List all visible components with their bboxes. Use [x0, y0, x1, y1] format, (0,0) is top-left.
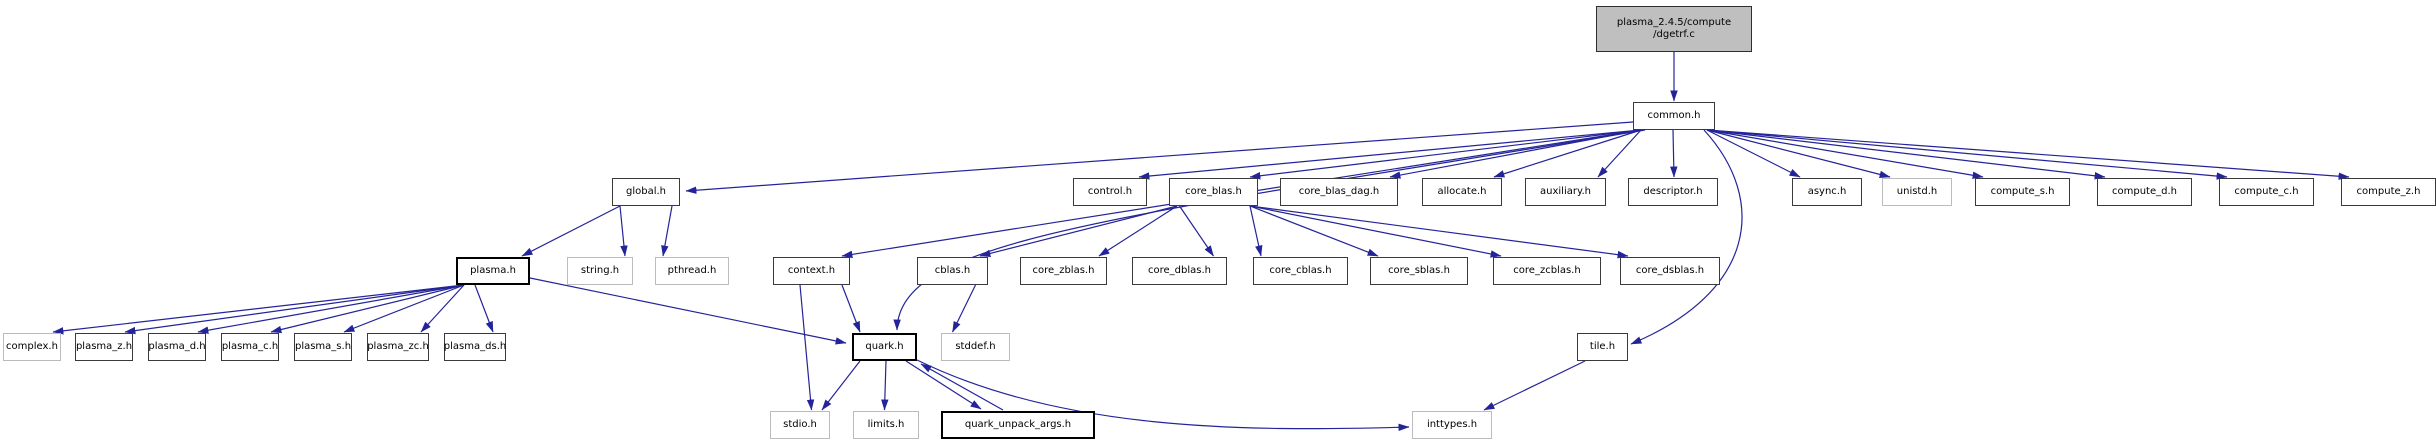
node-global-h[interactable]: global.h	[612, 178, 680, 206]
edge-common-h--compute-c-h	[1706, 129, 2228, 180]
edge-quark-unpack-args-h--quark-h	[920, 363, 1004, 411]
edge-common-h--core-blas-h	[1249, 129, 1642, 180]
edge-core-blas-h--core-sblas-h	[1249, 205, 1379, 257]
edge-common-h--tile-h	[1630, 129, 1743, 345]
edge-context-h--stdio-h	[799, 284, 815, 411]
node-limits-h[interactable]: limits.h	[853, 411, 919, 439]
node-unistd-h[interactable]: unistd.h	[1882, 178, 1952, 206]
edge-plasma-h--quark-h	[529, 277, 847, 345]
node-plasma-s-h[interactable]: plasma_s.h	[294, 333, 352, 361]
node-core-zcblas-h[interactable]: core_zcblas.h	[1493, 257, 1601, 285]
node-async-h[interactable]: async.h	[1792, 178, 1862, 206]
edge-plasma-h--plasma-s-h	[343, 284, 465, 333]
node-plasma-h[interactable]: plasma.h	[456, 257, 530, 285]
edge-global-h--plasma-h	[521, 205, 621, 257]
node-core-blas-h[interactable]: core_blas.h	[1169, 178, 1258, 206]
node-context-h[interactable]: context.h	[773, 257, 850, 285]
node-dgetrf-c[interactable]: plasma_2.4.5/compute /dgetrf.c	[1596, 6, 1752, 52]
node-compute-z-h[interactable]: compute_z.h	[2341, 178, 2436, 206]
edge-core-blas-h--core-zblas-h	[1098, 205, 1178, 257]
node-plasma-ds-h[interactable]: plasma_ds.h	[444, 333, 506, 361]
edge-common-h--unistd-h	[1706, 129, 1891, 179]
node-stdio-h[interactable]: stdio.h	[770, 411, 830, 439]
edge-plasma-h--plasma-z-h	[124, 284, 465, 335]
node-compute-s-h[interactable]: compute_s.h	[1975, 178, 2070, 206]
edge-common-h--compute-z-h	[1706, 129, 2350, 180]
edge-common-h--descriptor-h	[1670, 129, 1678, 178]
edge-core-blas-h--core-cblas-h	[1249, 205, 1263, 257]
node-pthread-h[interactable]: pthread.h	[655, 257, 729, 285]
edge-plasma-h--plasma-ds-h	[474, 284, 494, 333]
node-quark-h[interactable]: quark.h	[852, 333, 917, 361]
edge-core-blas-h--cblas-h	[979, 205, 1178, 258]
edge-quark-h--limits-h	[881, 360, 889, 411]
edge-quark-h--inttypes-h	[916, 359, 1410, 432]
node-auxiliary-h[interactable]: auxiliary.h	[1525, 178, 1606, 206]
node-core-blas-dag-h[interactable]: core_blas_dag.h	[1280, 178, 1398, 206]
edge-core-blas-h--core-dsblas-h	[1249, 205, 1629, 259]
edge-plasma-h--complex-h	[52, 284, 465, 335]
node-tile-h[interactable]: tile.h	[1577, 333, 1628, 361]
edge-common-h--compute-d-h	[1706, 129, 2106, 180]
edge-plasma-h--plasma-c-h	[270, 284, 465, 334]
node-core-dblas-h[interactable]: core_dblas.h	[1132, 257, 1227, 285]
node-string-h[interactable]: string.h	[567, 257, 633, 285]
node-quark-unpack-args-h[interactable]: quark_unpack_args.h	[941, 411, 1095, 439]
edge-quark-h--quark-unpack-args-h	[905, 360, 982, 410]
edge-common-h--global-h	[685, 121, 1634, 194]
edge-common-h--quark-h	[893, 129, 1646, 331]
node-plasma-d-h[interactable]: plasma_d.h	[148, 333, 206, 361]
node-stddef-h[interactable]: stddef.h	[941, 333, 1010, 361]
node-cblas-h[interactable]: cblas.h	[917, 257, 988, 285]
node-core-dsblas-h[interactable]: core_dsblas.h	[1620, 257, 1720, 285]
node-compute-d-h[interactable]: compute_d.h	[2097, 178, 2192, 206]
edge-common-h--compute-s-h	[1706, 129, 1984, 179]
node-compute-c-h[interactable]: compute_c.h	[2219, 178, 2314, 206]
edge-context-h--quark-h	[841, 284, 861, 333]
node-complex-h[interactable]: complex.h	[3, 333, 61, 361]
edge-common-h--async-h	[1706, 129, 1801, 178]
edge-global-h--pthread-h	[661, 205, 673, 257]
edge-plasma-h--plasma-d-h	[197, 284, 465, 334]
edge-common-h--auxiliary-h	[1597, 129, 1642, 178]
node-plasma-c-h[interactable]: plasma_c.h	[221, 333, 279, 361]
node-core-cblas-h[interactable]: core_cblas.h	[1253, 257, 1348, 285]
edge-cblas-h--stddef-h	[951, 284, 977, 333]
edge-global-h--string-h	[619, 205, 628, 257]
node-inttypes-h[interactable]: inttypes.h	[1412, 411, 1492, 439]
node-common-h[interactable]: common.h	[1633, 102, 1715, 130]
edge-common-h--control-h	[1138, 129, 1642, 180]
node-core-zblas-h[interactable]: core_zblas.h	[1020, 257, 1107, 285]
node-descriptor-h[interactable]: descriptor.h	[1628, 178, 1718, 206]
node-control-h[interactable]: control.h	[1073, 178, 1147, 206]
edge-layer	[52, 52, 2350, 432]
edge-common-h--allocate-h	[1493, 129, 1642, 178]
node-plasma-z-h[interactable]: plasma_z.h	[75, 333, 133, 361]
node-plasma-zc-h[interactable]: plasma_zc.h	[367, 333, 429, 361]
node-allocate-h[interactable]: allocate.h	[1422, 178, 1502, 206]
edge-plasma-h--plasma-zc-h	[420, 284, 465, 333]
edge-tile-h--inttypes-h	[1483, 360, 1586, 411]
edge-core-blas-h--core-zcblas-h	[1249, 205, 1502, 258]
edge-core-blas-h--core-dblas-h	[1179, 205, 1214, 257]
edge-quark-h--stdio-h	[821, 360, 861, 411]
node-core-sblas-h[interactable]: core_sblas.h	[1370, 257, 1468, 285]
